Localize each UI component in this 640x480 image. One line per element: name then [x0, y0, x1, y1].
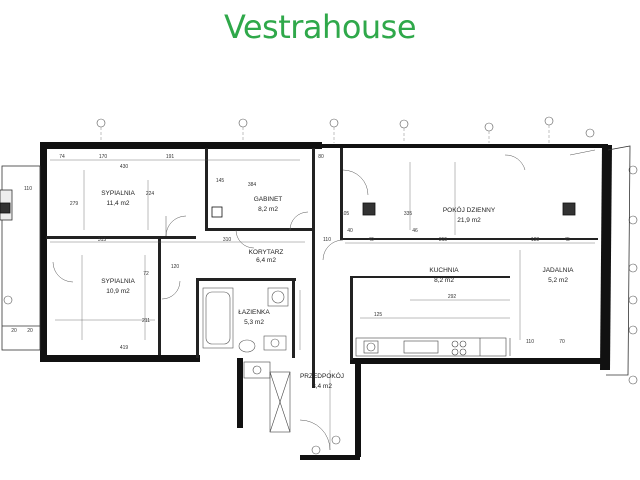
outer-walls [40, 142, 612, 460]
dim-292: 292 [448, 294, 457, 300]
interior-walls [46, 148, 598, 388]
dim-46: 46 [412, 228, 418, 234]
dim-top-384: 384 [248, 182, 257, 188]
dim-224: 224 [146, 191, 155, 197]
balcony-left [0, 165, 41, 351]
dim-279: 279 [70, 201, 79, 207]
room-area-sypialnia-1: 11,4 m2 [106, 200, 129, 207]
balcony-right [606, 145, 631, 376]
dim-110b: 110 [526, 339, 534, 345]
axis-markers [3, 116, 638, 455]
dim-120: 120 [171, 264, 180, 270]
room-name-lazienka: ŁAZIENKA [238, 309, 270, 316]
room-name-sypialnia-2: SYPIALNIA [101, 278, 135, 285]
room-name-kuchnia: KUCHNIA [429, 267, 459, 274]
dim-125: 125 [374, 312, 383, 318]
dimension-lines [50, 159, 595, 450]
room-area-gabinet: 8,2 m2 [258, 206, 278, 213]
dim-419: 419 [120, 345, 129, 351]
room-labels: SYPIALNIA 11,4 m2 GABINET 8,2 m2 POKÓJ D… [101, 190, 574, 390]
dim-70: 70 [559, 339, 565, 345]
room-area-lazienka: 5,3 m2 [244, 319, 264, 326]
dim-top-170: 170 [99, 154, 108, 160]
dimension-labels: 74 170 430 191 384 80 315 310 315 110 40… [11, 154, 570, 351]
dim-211: 211 [142, 318, 150, 324]
dim-mid-40: 40 [368, 237, 374, 243]
dim-105: 105 [341, 211, 350, 217]
room-name-gabinet: GABINET [254, 196, 283, 203]
dim-mid-45: 45 [564, 237, 570, 243]
kitchen-counter [355, 337, 511, 357]
room-area-przedpokoj: 8,4 m2 [312, 383, 332, 390]
dim-72: 72 [143, 271, 149, 277]
dim-20b: 20 [27, 328, 33, 334]
room-name-przedpokoj: PRZEDPOKÓJ [300, 371, 344, 380]
bathroom-fixtures [202, 287, 289, 353]
entry-fixtures [243, 361, 291, 433]
dim-mid-315a: 315 [98, 237, 107, 243]
room-area-jadalnia: 5,2 m2 [548, 277, 568, 284]
room-name-pokoj-dzienny: POKÓJ DZIENNY [443, 205, 496, 214]
dim-335: 335 [404, 211, 413, 217]
dim-40b: 40 [347, 228, 353, 234]
brand-logo: Vestrahouse [0, 8, 640, 46]
dim-145: 145 [216, 178, 225, 184]
dim-top-191: 191 [166, 154, 175, 160]
room-area-pokoj-dzienny: 21,9 m2 [457, 217, 481, 224]
dim-top-430: 430 [120, 164, 129, 170]
dim-mid-310: 310 [223, 237, 232, 243]
dim-mid-315b: 315 [439, 237, 448, 243]
dim-mid-110: 110 [323, 237, 331, 243]
room-area-korytarz: 6,4 m2 [256, 257, 276, 264]
room-area-sypialnia-2: 10,9 m2 [106, 288, 130, 295]
room-name-korytarz: KORYTARZ [249, 249, 284, 256]
brand-name: Vestrahouse [223, 8, 417, 46]
dim-top-74: 74 [59, 154, 65, 160]
dim-mid-138: 138 [531, 237, 540, 243]
dim-top-80: 80 [318, 154, 324, 160]
dim-110c: 110 [24, 186, 32, 192]
dim-20a: 20 [11, 328, 17, 334]
door-swings [52, 149, 596, 451]
room-area-kuchnia: 8,2 m2 [434, 277, 454, 284]
room-name-jadalnia: JADALNIA [542, 267, 574, 274]
columns [0, 202, 576, 218]
room-name-sypialnia-1: SYPIALNIA [101, 190, 135, 197]
